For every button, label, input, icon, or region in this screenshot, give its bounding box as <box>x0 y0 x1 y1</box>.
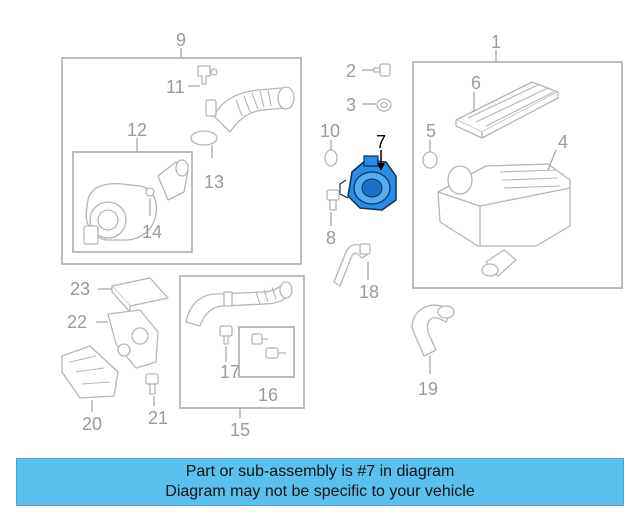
part-5-ring <box>422 151 438 169</box>
callout-13: 13 <box>204 172 224 192</box>
callout-2: 2 <box>346 61 356 81</box>
callout-22: 22 <box>67 312 87 332</box>
part-13-intake-hose <box>190 86 295 146</box>
callout-21: 21 <box>148 408 168 428</box>
part-20-duct <box>61 345 119 399</box>
banner-line-1: Part or sub-assembly is #7 in diagram <box>185 463 455 480</box>
part-22-bracket <box>107 309 159 369</box>
callout-17: 17 <box>220 362 240 382</box>
callout-6: 6 <box>471 73 481 93</box>
callout-1: 1 <box>491 32 501 52</box>
group-box-15 <box>179 275 305 409</box>
callout-11: 11 <box>166 77 185 97</box>
callout-19: 19 <box>418 379 438 399</box>
part-4-air-cleaner-housing <box>437 163 571 277</box>
part-6-filter <box>455 81 559 139</box>
part-2-bolt <box>373 63 391 77</box>
part-12-housing <box>83 159 189 245</box>
callout-15: 15 <box>230 420 250 440</box>
part-23-cover <box>111 277 169 313</box>
callout-20: 20 <box>82 414 102 434</box>
group-box-16 <box>238 326 295 378</box>
group-box-1 <box>412 61 623 289</box>
callout-10: 10 <box>320 121 340 141</box>
callout-8: 8 <box>326 228 336 248</box>
part-18-pipe <box>333 243 371 287</box>
part-10-gasket <box>324 149 338 167</box>
group-box-12 <box>72 151 193 253</box>
part-16-bolts <box>251 333 286 359</box>
part-19-duct <box>411 304 455 357</box>
callout-16: 16 <box>258 385 278 405</box>
part-8-fastener <box>326 189 340 211</box>
part-11-clip <box>197 65 218 85</box>
callout-7: 7 <box>376 132 386 152</box>
part-15-hose <box>185 281 293 327</box>
banner-line-2: Diagram may not be specific to your vehi… <box>165 483 475 500</box>
callout-23: 23 <box>70 279 90 299</box>
part-21-screw <box>145 373 159 395</box>
callout-9: 9 <box>176 30 186 50</box>
callout-18: 18 <box>359 282 379 302</box>
callout-3: 3 <box>346 95 356 115</box>
parts-diagram: 9 11 12 13 14 2 3 10 7 8 18 1 6 5 4 19 2… <box>61 30 623 440</box>
callout-12: 12 <box>127 120 147 140</box>
callout-14: 14 <box>142 222 162 242</box>
callout-5: 5 <box>426 121 436 141</box>
part-3-washer <box>376 98 392 112</box>
callout-4: 4 <box>558 132 568 152</box>
info-banner: Part or sub-assembly is #7 in diagram Di… <box>16 458 624 506</box>
part-7-highlighted <box>339 155 397 211</box>
part-17-clip <box>219 325 233 345</box>
